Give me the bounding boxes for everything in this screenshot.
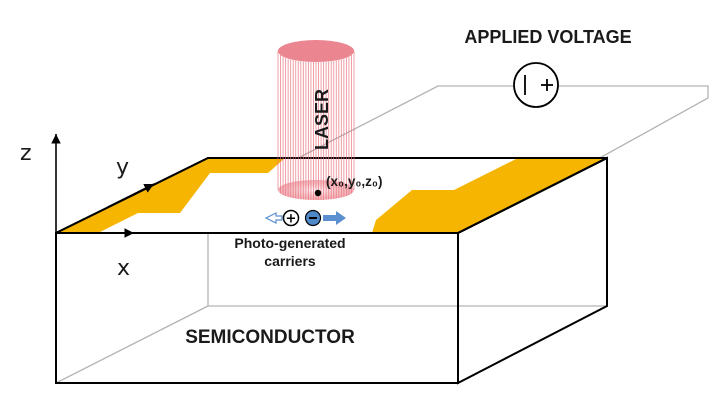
- laser-beam: [277, 40, 355, 200]
- semiconductor-label: SEMICONDUCTOR: [185, 327, 355, 348]
- left-electrode: [56, 158, 285, 233]
- laser-top: [278, 40, 354, 62]
- svg-text:+: +: [286, 212, 297, 227]
- axis-y-label: y: [116, 155, 129, 180]
- plus-charge-icon: [282, 209, 300, 227]
- electron-arrow-icon: [323, 211, 346, 225]
- axis-z-label: z: [20, 141, 32, 166]
- right-electrode: [372, 158, 607, 233]
- carriers: +: [264, 209, 346, 227]
- hole-arrow-icon: [264, 212, 283, 224]
- applied-voltage-label: APPLIED VOLTAGE: [464, 27, 631, 47]
- laser-label: LASER: [312, 89, 332, 150]
- semiconductor-right-face: [457, 156, 608, 385]
- circle-voltage-source-icon: [513, 62, 559, 108]
- carriers-label-line1: Photo-generated: [234, 235, 345, 251]
- carriers-label-line2: carriers: [264, 253, 316, 269]
- axes: [51, 134, 155, 238]
- voltage-circuit-wire: [274, 85, 709, 181]
- axis-x-label: x: [117, 256, 130, 281]
- coordinate-label: (x₀,y₀,z₀): [326, 174, 383, 189]
- focal-point: [314, 189, 322, 197]
